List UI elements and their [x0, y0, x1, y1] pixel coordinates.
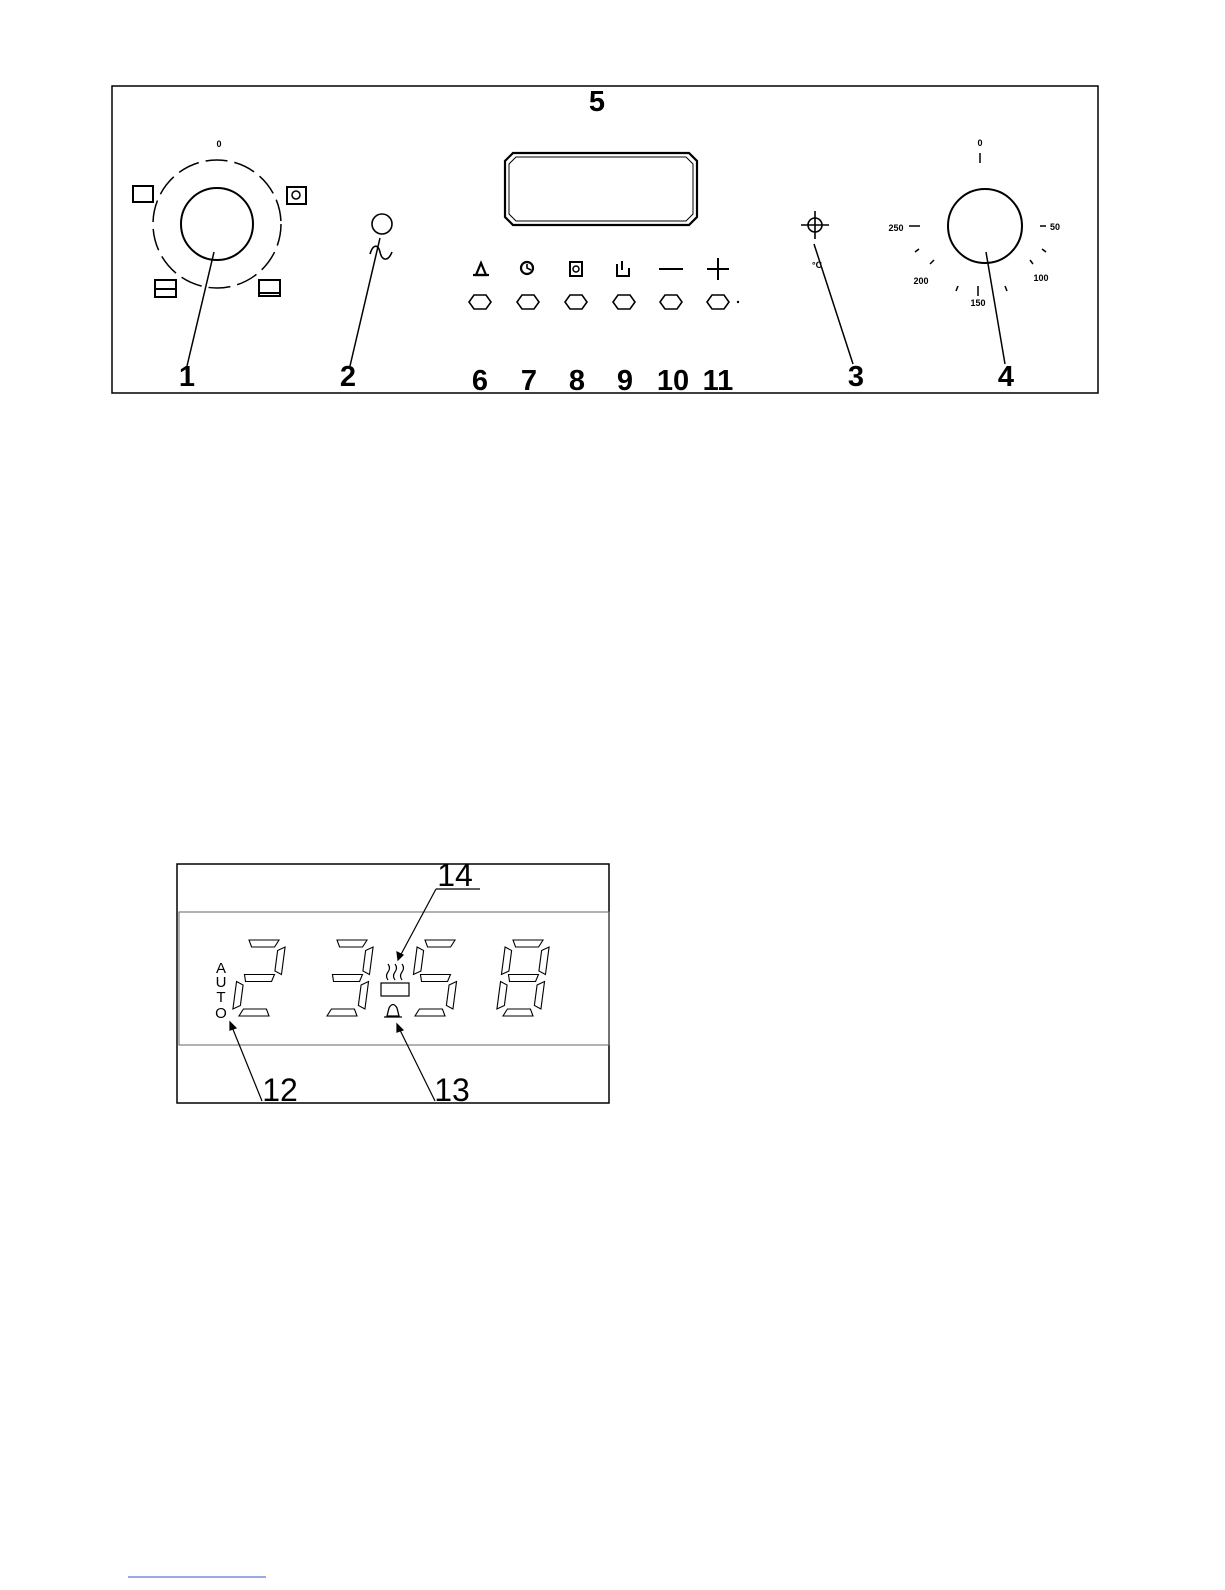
digit-segment-e [497, 982, 507, 1010]
callout-1: 1 [179, 361, 195, 393]
digit-segment-c [534, 982, 544, 1010]
minute-minder-bell-icon [384, 1005, 402, 1018]
button-icon-row [473, 258, 729, 280]
callout-2: 2 [340, 361, 356, 393]
callout-12: 12 [262, 1072, 298, 1108]
display-detail: A U T O 14 12 13 [177, 857, 609, 1108]
digit-segment-f [413, 947, 423, 975]
display-digit-4 [497, 940, 549, 1016]
minus-button[interactable] [660, 295, 682, 309]
callout-10: 10 [657, 365, 689, 397]
digit-segment-g [244, 975, 274, 982]
power-wave-icon [370, 246, 392, 259]
temp-label-0: 0 [977, 138, 982, 148]
callout-3: 3 [848, 361, 864, 393]
digit-segment-d [239, 1009, 269, 1016]
digit-segment-b [275, 947, 285, 975]
callout-13: 13 [434, 1072, 470, 1108]
clock-button[interactable] [517, 295, 539, 309]
callout-14: 14 [437, 857, 473, 893]
digit-segment-b [539, 947, 549, 975]
digit-segment-d [503, 1009, 533, 1016]
digit-segment-a [337, 940, 367, 947]
callout-4: 4 [998, 361, 1014, 393]
display-window [505, 153, 697, 225]
bottom-heat-icon [155, 280, 176, 297]
temp-label-100: 100 [1033, 273, 1048, 283]
callout-11: 11 [703, 365, 734, 397]
display-leader-lines [230, 889, 480, 1101]
fan-oven-icon [287, 187, 306, 204]
temp-label-200: 200 [913, 276, 928, 286]
conventional-heat-icon [133, 186, 153, 202]
digit-segment-e [233, 982, 243, 1010]
digit-segment-a [513, 940, 543, 947]
callout-9: 9 [617, 365, 633, 397]
temp-label-150: 150 [970, 298, 985, 308]
digit-segment-g [332, 975, 362, 982]
grill-icon [259, 280, 280, 296]
minute-minder-button[interactable] [469, 295, 491, 309]
callout-6: 6 [472, 365, 488, 397]
digit-segment-a [249, 940, 279, 947]
temperature-selector-knob[interactable]: 0 50 100 150 200 250 [888, 138, 1060, 308]
function-dial-zero-label: 0 [216, 139, 221, 149]
digit-segment-g [508, 975, 538, 982]
auto-letter-o: O [215, 1005, 227, 1022]
digit-segment-c [358, 982, 368, 1010]
callout-8: 8 [569, 365, 585, 397]
callout-7: 7 [521, 365, 537, 397]
display-digit-1 [233, 940, 285, 1016]
cooking-heat-icon [381, 964, 409, 996]
plus-button[interactable] [707, 295, 729, 309]
auto-indicator: A U T O [215, 960, 227, 1022]
auto-letter-t: T [216, 989, 225, 1006]
callout-5: 5 [589, 86, 605, 118]
function-dial-knob [181, 188, 253, 260]
digit-segment-d [327, 1009, 357, 1016]
end-of-cooking-icon [617, 261, 629, 276]
digit-segment-g [420, 975, 450, 982]
end-of-cooking-button[interactable] [613, 295, 635, 309]
callout-leader-lines [187, 238, 1005, 366]
display-digit-2 [327, 940, 373, 1016]
digit-segment-c [446, 982, 456, 1010]
control-panel: 0 [112, 86, 1098, 397]
cooking-duration-icon [570, 262, 582, 276]
digit-segment-b [363, 947, 373, 975]
temp-label-50: 50 [1050, 222, 1060, 232]
plus-icon [707, 258, 729, 280]
display-digit-3 [413, 940, 456, 1016]
digit-segment-a [425, 940, 455, 947]
button-row [469, 295, 739, 309]
digit-segment-d [415, 1009, 445, 1016]
thermostat-indicator-light: °C [801, 211, 829, 270]
temp-label-250: 250 [888, 223, 903, 233]
cooking-duration-button[interactable] [565, 295, 587, 309]
clock-icon [521, 262, 533, 274]
power-indicator-light [370, 214, 392, 259]
temperature-dial-knob [948, 189, 1022, 263]
callout-numbers: 1 2 3 4 5 6 7 8 9 10 11 [179, 86, 1014, 397]
bell-icon [476, 263, 486, 275]
digit-segment-f [501, 947, 511, 975]
function-selector-knob[interactable]: 0 [133, 139, 306, 297]
